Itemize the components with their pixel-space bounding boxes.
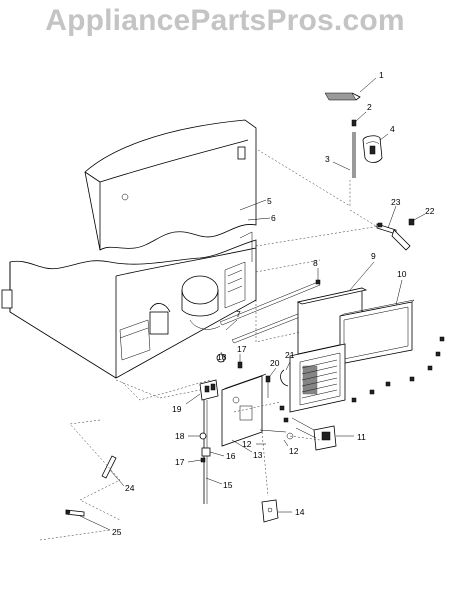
part-1-clip — [324, 92, 361, 101]
callout-12-b: 12 — [289, 446, 299, 456]
part-2-screw — [351, 119, 357, 127]
callout-2: 2 — [367, 102, 372, 112]
callout-6: 6 — [271, 213, 276, 223]
part-20-bulb — [265, 375, 271, 398]
callout-19: 19 — [172, 404, 182, 414]
callout-1: 1 — [379, 70, 384, 80]
callout-17-lower: 17 — [175, 457, 185, 467]
callout-5: 5 — [267, 196, 272, 206]
callout-18-lower: 18 — [175, 431, 185, 441]
assembly-lines — [39, 149, 381, 541]
callout-25: 25 — [112, 527, 122, 537]
callout-13: 13 — [253, 450, 263, 460]
part-11-switch — [291, 417, 337, 451]
part-14-bracket — [261, 499, 279, 523]
callout-22: 22 — [425, 206, 435, 216]
callout-10: 10 — [397, 269, 407, 279]
callout-17-upper: 17 — [237, 344, 247, 354]
callout-21: 21 — [285, 350, 295, 360]
compressor-assembly — [149, 231, 253, 335]
callout-8: 8 — [313, 258, 318, 268]
callout-24: 24 — [125, 483, 135, 493]
part-25-clip — [65, 509, 85, 517]
part-4-bracket — [362, 135, 383, 163]
part-12-fasteners — [259, 405, 294, 440]
callout-15: 15 — [223, 480, 233, 490]
callout-7: 7 — [236, 309, 241, 319]
callout-3: 3 — [325, 154, 330, 164]
callout-23: 23 — [391, 197, 401, 207]
part-23-hinge — [376, 222, 411, 251]
part-17-grommet-lower — [200, 457, 206, 463]
part-21-wire — [280, 369, 289, 387]
screw-set — [351, 336, 445, 403]
callout-18-upper: 18 — [217, 352, 227, 362]
callout-11: 11 — [357, 432, 366, 442]
watermark-logo: AppliancePartsPros.com — [45, 4, 405, 37]
callout-4: 4 — [390, 124, 395, 134]
part-18-grommet-lower — [199, 432, 207, 440]
part-13-bracket — [221, 373, 267, 447]
callout-12-a: 12 — [242, 439, 252, 449]
callout-labels: 1 2 4 3 5 23 22 6 9 8 10 7 17 21 18 20 1… — [112, 70, 435, 537]
part-19-thermostat — [199, 379, 219, 401]
part-16-clip — [201, 447, 211, 457]
grille-panel — [289, 343, 346, 413]
callout-16: 16 — [226, 451, 236, 461]
callout-14: 14 — [295, 507, 305, 517]
callout-9: 9 — [371, 251, 376, 261]
part-17-grommet-upper — [237, 361, 243, 369]
cabinet-body — [1, 119, 257, 379]
part-24-clip — [101, 455, 117, 479]
part-18-grommet-upper — [216, 353, 226, 363]
part-22-screw — [408, 218, 415, 226]
callout-20: 20 — [270, 358, 280, 368]
part-3-tube — [352, 132, 356, 178]
